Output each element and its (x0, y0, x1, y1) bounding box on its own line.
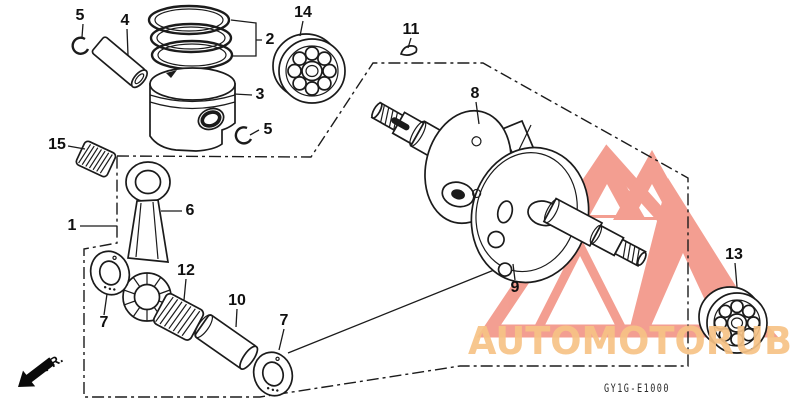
part-label-2[interactable]: 2 (265, 31, 275, 48)
watermark-text: AUTOMOTORUB (468, 319, 792, 363)
crown-arrow-mark (166, 70, 177, 78)
part-label-12[interactable]: 12 (177, 262, 195, 279)
part-label-9[interactable]: 9 (510, 279, 520, 296)
part-label-5b[interactable]: 5 (263, 121, 273, 138)
ball-bearing-right-drawing (698, 286, 768, 354)
part-label-11[interactable]: 11 (402, 21, 420, 38)
keyway-slot (391, 117, 410, 131)
assembly-boundary (83, 62, 689, 398)
crankshaft-drawing (370, 101, 647, 284)
part-label-8[interactable]: 8 (470, 85, 480, 102)
crank-pin-drawing (194, 314, 259, 370)
part-label-1[interactable]: 1 (67, 217, 77, 234)
part-label-13[interactable]: 13 (725, 246, 743, 263)
right-crank-web (470, 146, 590, 284)
assembly-axis-line (287, 265, 505, 354)
needle-bearing-big-end-drawing (152, 292, 205, 341)
part-label-14[interactable]: 14 (294, 4, 312, 21)
part-label-10[interactable]: 10 (228, 292, 246, 309)
leader-lines (67, 19, 738, 351)
ball-bearing-left-drawing (272, 33, 346, 104)
part-label-6[interactable]: 6 (185, 202, 195, 219)
part-code: GY1G-E1000 (604, 381, 670, 395)
woodruff-key-drawing (399, 45, 418, 56)
part-label-3[interactable]: 3 (255, 86, 265, 103)
part-label-5a[interactable]: 5 (75, 7, 85, 24)
thrust-washer-right-drawing (252, 351, 294, 397)
piston-rings-drawing (147, 4, 234, 71)
part-label-4[interactable]: 4 (120, 12, 130, 29)
circlip-top-drawing (71, 36, 90, 55)
needle-bearing-small-end-drawing (75, 140, 117, 178)
part-label-15[interactable]: 15 (48, 136, 66, 153)
part-label-7b[interactable]: 7 (279, 312, 289, 329)
part-label-7a[interactable]: 7 (99, 314, 109, 331)
thrust-washer-left-drawing (89, 250, 131, 296)
piston-pin-drawing (91, 36, 148, 89)
piston-drawing (149, 67, 236, 152)
circlip-side-drawing (234, 126, 253, 145)
